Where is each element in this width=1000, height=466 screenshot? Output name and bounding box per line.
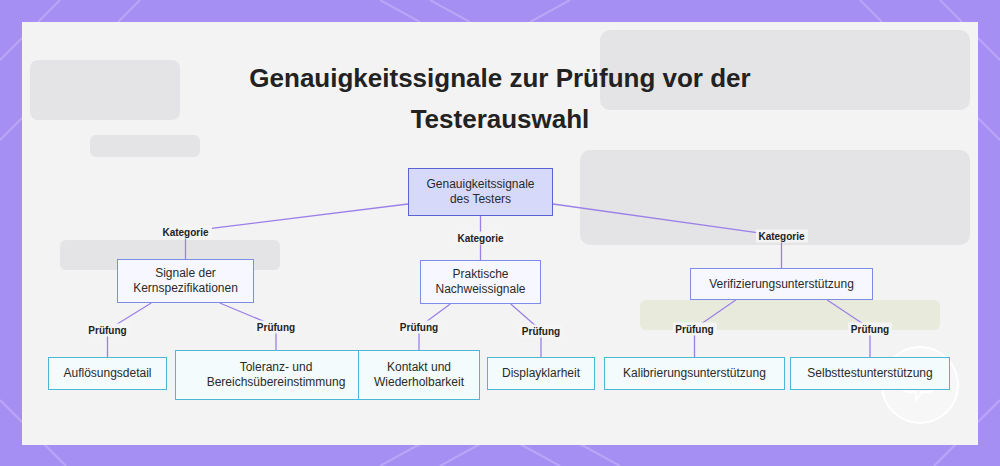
blurred-shape <box>580 150 970 245</box>
frame-line <box>530 0 570 22</box>
node-text: Auflösungsdetail <box>63 366 151 381</box>
edge-label: Prüfung <box>397 321 441 334</box>
blurred-shape <box>30 60 180 120</box>
edge-label: Kategorie <box>159 225 211 238</box>
node-text: Kontakt und Wiederholbarkeit <box>367 360 471 390</box>
category-box: Praktische Nachweissignale <box>420 260 541 304</box>
node-text: Verifizierungsunterstützung <box>709 277 854 292</box>
node-text: Selbsttestunterstützung <box>807 366 932 381</box>
frame-line <box>380 0 420 22</box>
check-box: Kontakt und Wiederholbarkeit <box>358 350 480 400</box>
diagram-title: Genauigkeitssignale zur Prüfung vor der … <box>225 58 775 140</box>
edge-label: Kategorie <box>454 232 506 245</box>
check-box: Auflösungsdetail <box>48 357 167 390</box>
check-box: Selbsttestunterstützung <box>790 357 950 390</box>
node-text: Genauigkeitssignale des Testers <box>417 177 544 207</box>
frame-line <box>380 444 420 466</box>
frame-line <box>580 444 620 466</box>
content-panel <box>22 22 978 445</box>
node-text: Signale der Kernspezifikationen <box>126 266 245 296</box>
blurred-shape <box>90 135 200 157</box>
check-box: Displayklarheit <box>487 357 595 390</box>
category-box: Signale der Kernspezifikationen <box>117 259 254 303</box>
frame-line <box>430 0 470 22</box>
edge-label: Prüfung <box>519 324 563 337</box>
root-box: Genauigkeitssignale des Testers <box>408 168 553 216</box>
category-box: Verifizierungsunterstützung <box>690 268 873 300</box>
check-box: Kalibrierungsunterstützung <box>604 357 785 390</box>
edge-label: Prüfung <box>672 322 716 335</box>
frame-line <box>520 444 560 466</box>
edge-label: Kategorie <box>755 230 807 243</box>
frame-line <box>440 444 480 466</box>
node-text: Praktische Nachweissignale <box>429 267 532 297</box>
node-text: Toleranz- und Bereichsübereinstimmung <box>184 360 368 390</box>
tree-connector <box>186 204 409 259</box>
tree-connector <box>553 204 782 268</box>
blurred-backdrop <box>30 30 970 330</box>
node-text: Displayklarheit <box>502 366 580 381</box>
edge-label: Prüfung <box>254 320 298 333</box>
node-text: Kalibrierungsunterstützung <box>623 366 766 381</box>
edge-label: Prüfung <box>848 322 892 335</box>
check-box: Toleranz- und Bereichsübereinstimmung <box>175 350 377 400</box>
edge-label: Prüfung <box>85 324 129 337</box>
